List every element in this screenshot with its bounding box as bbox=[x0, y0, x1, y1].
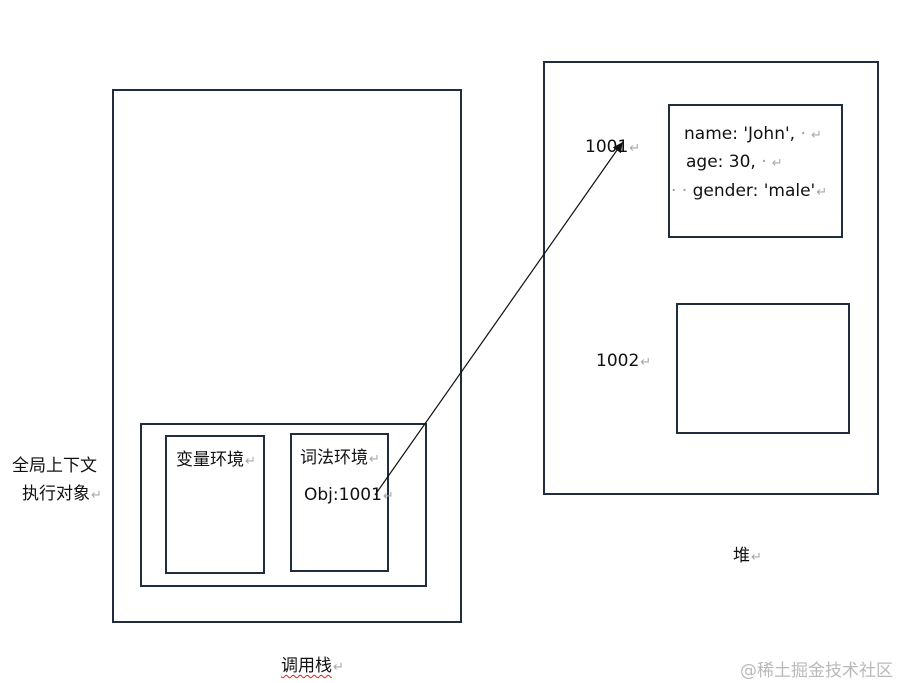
return-mark: ↵ bbox=[382, 489, 394, 504]
object-1001-line3-text: gender: 'male' bbox=[692, 181, 816, 201]
return-mark: ↵ bbox=[91, 488, 102, 503]
indent-mark: · · bbox=[671, 181, 693, 201]
heap-object-1002-box bbox=[676, 303, 850, 434]
global-context-label-line2: 执行对象↵ bbox=[22, 484, 102, 506]
variable-env-label-text: 变量环境 bbox=[176, 450, 244, 470]
object-1001-line1: name: 'John', · ↵ bbox=[684, 124, 822, 146]
global-context-label-line1: 全局上下文 bbox=[12, 456, 97, 476]
return-mark: ↵ bbox=[245, 454, 256, 469]
heap-caption-text: 堆 bbox=[733, 546, 750, 566]
object-1001-line3: · · gender: 'male'↵ bbox=[671, 181, 827, 203]
return-mark: ↵ bbox=[369, 452, 380, 467]
heap-address-1001: 1001↵ bbox=[585, 137, 640, 159]
return-mark: ↵ bbox=[751, 550, 762, 565]
heap-object-1001-box bbox=[668, 104, 843, 238]
lexical-environment-box bbox=[290, 433, 389, 572]
lexical-env-value-text: Obj:1001 bbox=[304, 485, 382, 505]
heap-address-1002-text: 1002 bbox=[596, 351, 640, 371]
return-mark: ↵ bbox=[333, 660, 344, 675]
watermark-text: @稀土掘金技术社区 bbox=[740, 661, 893, 681]
return-mark: ↵ bbox=[816, 185, 828, 200]
call-stack-caption: 调用栈↵ bbox=[281, 656, 344, 678]
variable-env-label: 变量环境↵ bbox=[176, 450, 256, 472]
lexical-env-label: 词法环境↵ bbox=[300, 448, 380, 470]
heap-address-1001-text: 1001 bbox=[585, 137, 629, 157]
space-mark: · bbox=[755, 152, 767, 172]
space-mark: · bbox=[795, 124, 806, 144]
object-1001-line2: age: 30, · ↵ bbox=[686, 152, 783, 174]
lexical-env-label-text: 词法环境 bbox=[300, 448, 368, 468]
return-mark: ↵ bbox=[629, 141, 641, 156]
watermark: @稀土掘金技术社区 bbox=[740, 656, 893, 681]
return-mark: ↵ bbox=[806, 128, 822, 143]
global-context-label-line2-text: 执行对象 bbox=[22, 484, 90, 504]
call-stack-caption-text: 调用栈 bbox=[281, 656, 332, 676]
global-context-label-line1-text: 全局上下文 bbox=[12, 456, 97, 476]
global-execution-context-box bbox=[140, 423, 427, 587]
object-1001-line2-text: age: 30, bbox=[686, 152, 756, 172]
heap-address-1002: 1002↵ bbox=[596, 351, 651, 373]
heap-caption: 堆↵ bbox=[733, 546, 762, 568]
variable-environment-box bbox=[165, 435, 265, 574]
object-1001-line1-text: name: 'John', bbox=[684, 124, 796, 144]
return-mark: ↵ bbox=[767, 156, 783, 171]
return-mark: ↵ bbox=[640, 355, 652, 370]
lexical-env-value: Obj:1001↵ bbox=[304, 485, 394, 507]
